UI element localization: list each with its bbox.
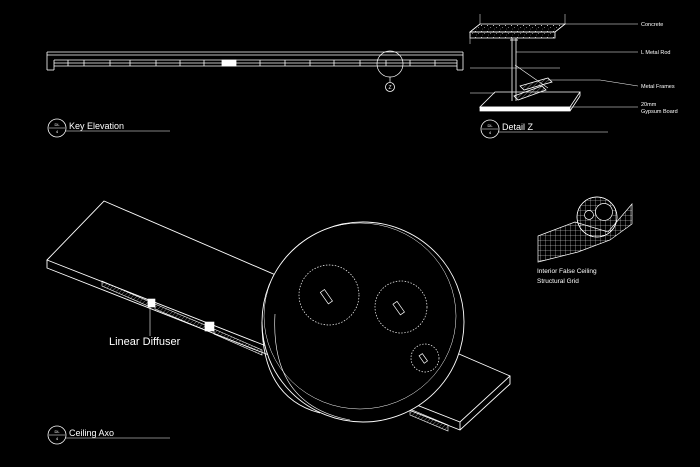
ceiling-axo-drawing [46, 200, 511, 432]
detail-z-bubble: DL 4 [480, 119, 500, 139]
key-elevation-title: Key Elevation [69, 121, 124, 131]
svg-text:4: 4 [56, 129, 59, 134]
label-concrete: Concrete [641, 22, 663, 28]
detail-z-title-block: DL 4 Detail Z [480, 119, 608, 139]
ceiling-axo-bubble: DL 4 [47, 425, 67, 445]
ceiling-axo-title-block: DL 4 Ceiling Axo [47, 425, 170, 445]
detail-callout-marker[interactable]: Z [385, 82, 395, 92]
key-elevation-title-block: DL 4 Key Elevation [47, 118, 170, 138]
detail-z-title: Detail Z [502, 122, 534, 132]
detail-z-drawing [468, 14, 639, 112]
label-metal-frames: Metal Frames [641, 84, 675, 90]
label-interior-false-ceiling: Interior False Ceiling [537, 268, 597, 275]
svg-text:4: 4 [489, 130, 492, 135]
label-linear-diffuser: Linear Diffuser [109, 336, 181, 348]
ceiling-axo-title: Ceiling Axo [69, 428, 114, 438]
key-elevation-bubble: DL 4 [47, 118, 67, 138]
label-structural-grid: Structural Grid [537, 278, 579, 285]
structural-grid-detail [537, 196, 633, 263]
svg-text:4: 4 [56, 436, 59, 441]
label-gypsum-board: Gypsum Board [641, 109, 678, 115]
key-elevation-drawing [46, 50, 464, 82]
svg-text:DL: DL [54, 429, 60, 434]
detail-callout-letter: Z [388, 85, 391, 91]
label-l-metal-rod: L Metal Rod [641, 50, 670, 56]
svg-text:DL: DL [54, 122, 60, 127]
svg-text:DL: DL [487, 123, 493, 128]
label-board-thickness: 20mm [641, 102, 657, 108]
